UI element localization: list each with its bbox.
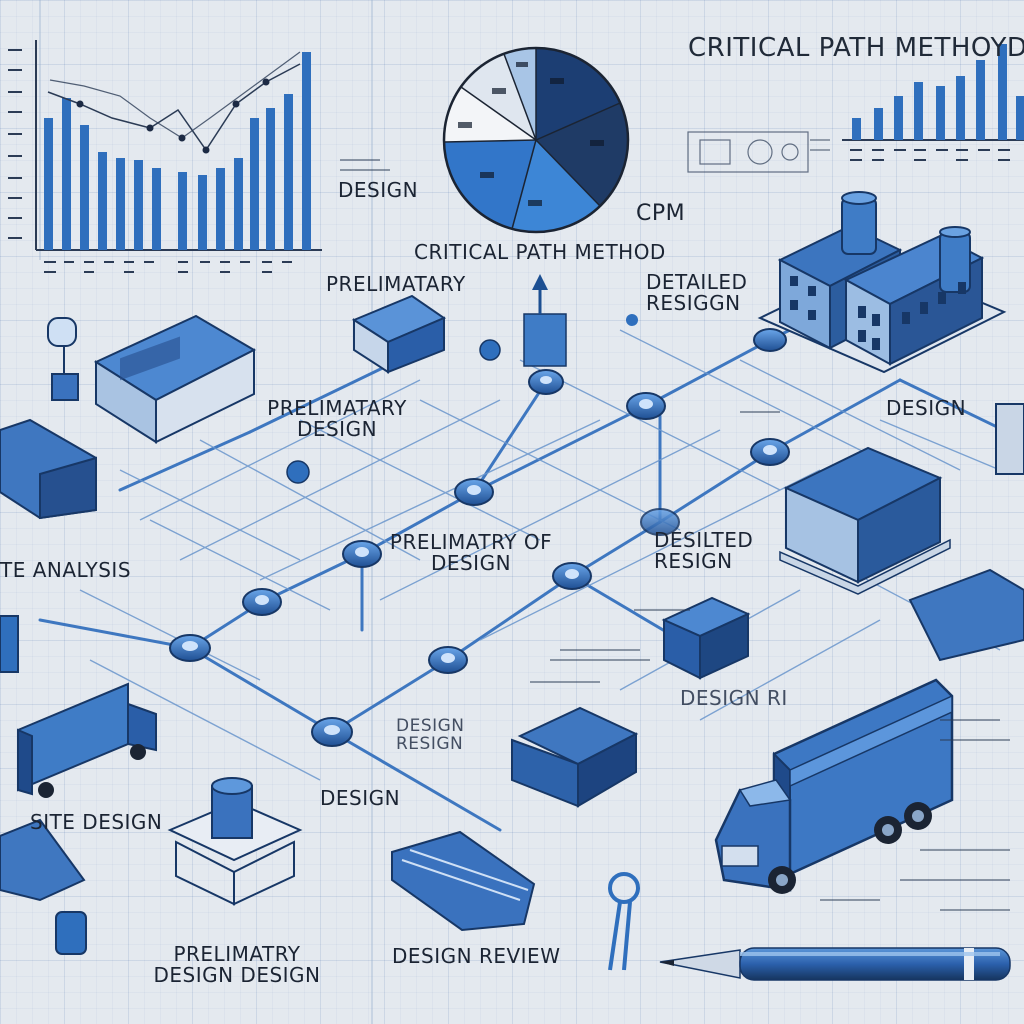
design-review-label: DESIGN REVIEW — [392, 944, 561, 968]
site-analysis-label: TE ANALYSIS — [0, 558, 132, 582]
design-mid-label: DESIGN — [320, 786, 401, 810]
node-icon — [552, 562, 592, 590]
frame-lines — [39, 0, 373, 1024]
annotation-scribbles — [340, 159, 1010, 911]
building-icon — [0, 191, 1024, 971]
pen-icon — [659, 947, 1011, 981]
node-icon — [454, 478, 494, 506]
cpm-label: CPM — [636, 201, 686, 226]
arrow-up-icon — [523, 274, 567, 367]
node-icon — [242, 588, 282, 616]
prelimatary-design-label: PRELIMATARY DESIGN — [267, 396, 407, 441]
node-icon — [342, 540, 382, 568]
desilted-resign-label: DESILTED RESIGN — [654, 528, 754, 573]
node-icon — [479, 339, 501, 361]
node-icon — [286, 460, 310, 484]
node-icon — [626, 314, 638, 326]
machine-sketch — [687, 131, 830, 173]
design-top-label: DESIGN — [338, 178, 419, 202]
title-main: CRITICAL PATH METHOYD — [688, 33, 1024, 63]
truck-icon — [17, 682, 157, 798]
design-right-label: DESIGN — [886, 396, 967, 420]
prelimatary-top-label: PRELIMATARY — [326, 272, 466, 296]
node-icon — [311, 717, 353, 747]
detailed-design-top-label: DETAILED RESIGGN — [646, 270, 748, 315]
node-icon — [169, 634, 211, 662]
prelimatry-of-design-label: PRELIMATRY OF DESIGN — [389, 530, 553, 575]
design-resign-label: DESIGN RESIGN — [396, 716, 465, 754]
prelimatry-design-design-label: PRELIMATRY DESIGN DESIGN — [153, 942, 321, 987]
node-icon — [528, 369, 564, 395]
network-nodes — [169, 314, 790, 747]
pie-chart — [442, 46, 630, 234]
node-icon — [750, 438, 790, 466]
node-icon — [428, 646, 468, 674]
design-ri-label: DESIGN RI — [680, 686, 788, 710]
top-right-bar-chart — [842, 44, 1024, 161]
node-icon — [753, 328, 787, 352]
truck-icon — [714, 678, 954, 894]
critical-path-method-label: CRITICAL PATH METHOD — [414, 240, 666, 264]
site-design-label: SITE DESIGN — [30, 810, 163, 834]
node-icon — [640, 508, 680, 536]
top-left-bar-chart — [8, 40, 322, 273]
node-icon — [626, 392, 666, 420]
